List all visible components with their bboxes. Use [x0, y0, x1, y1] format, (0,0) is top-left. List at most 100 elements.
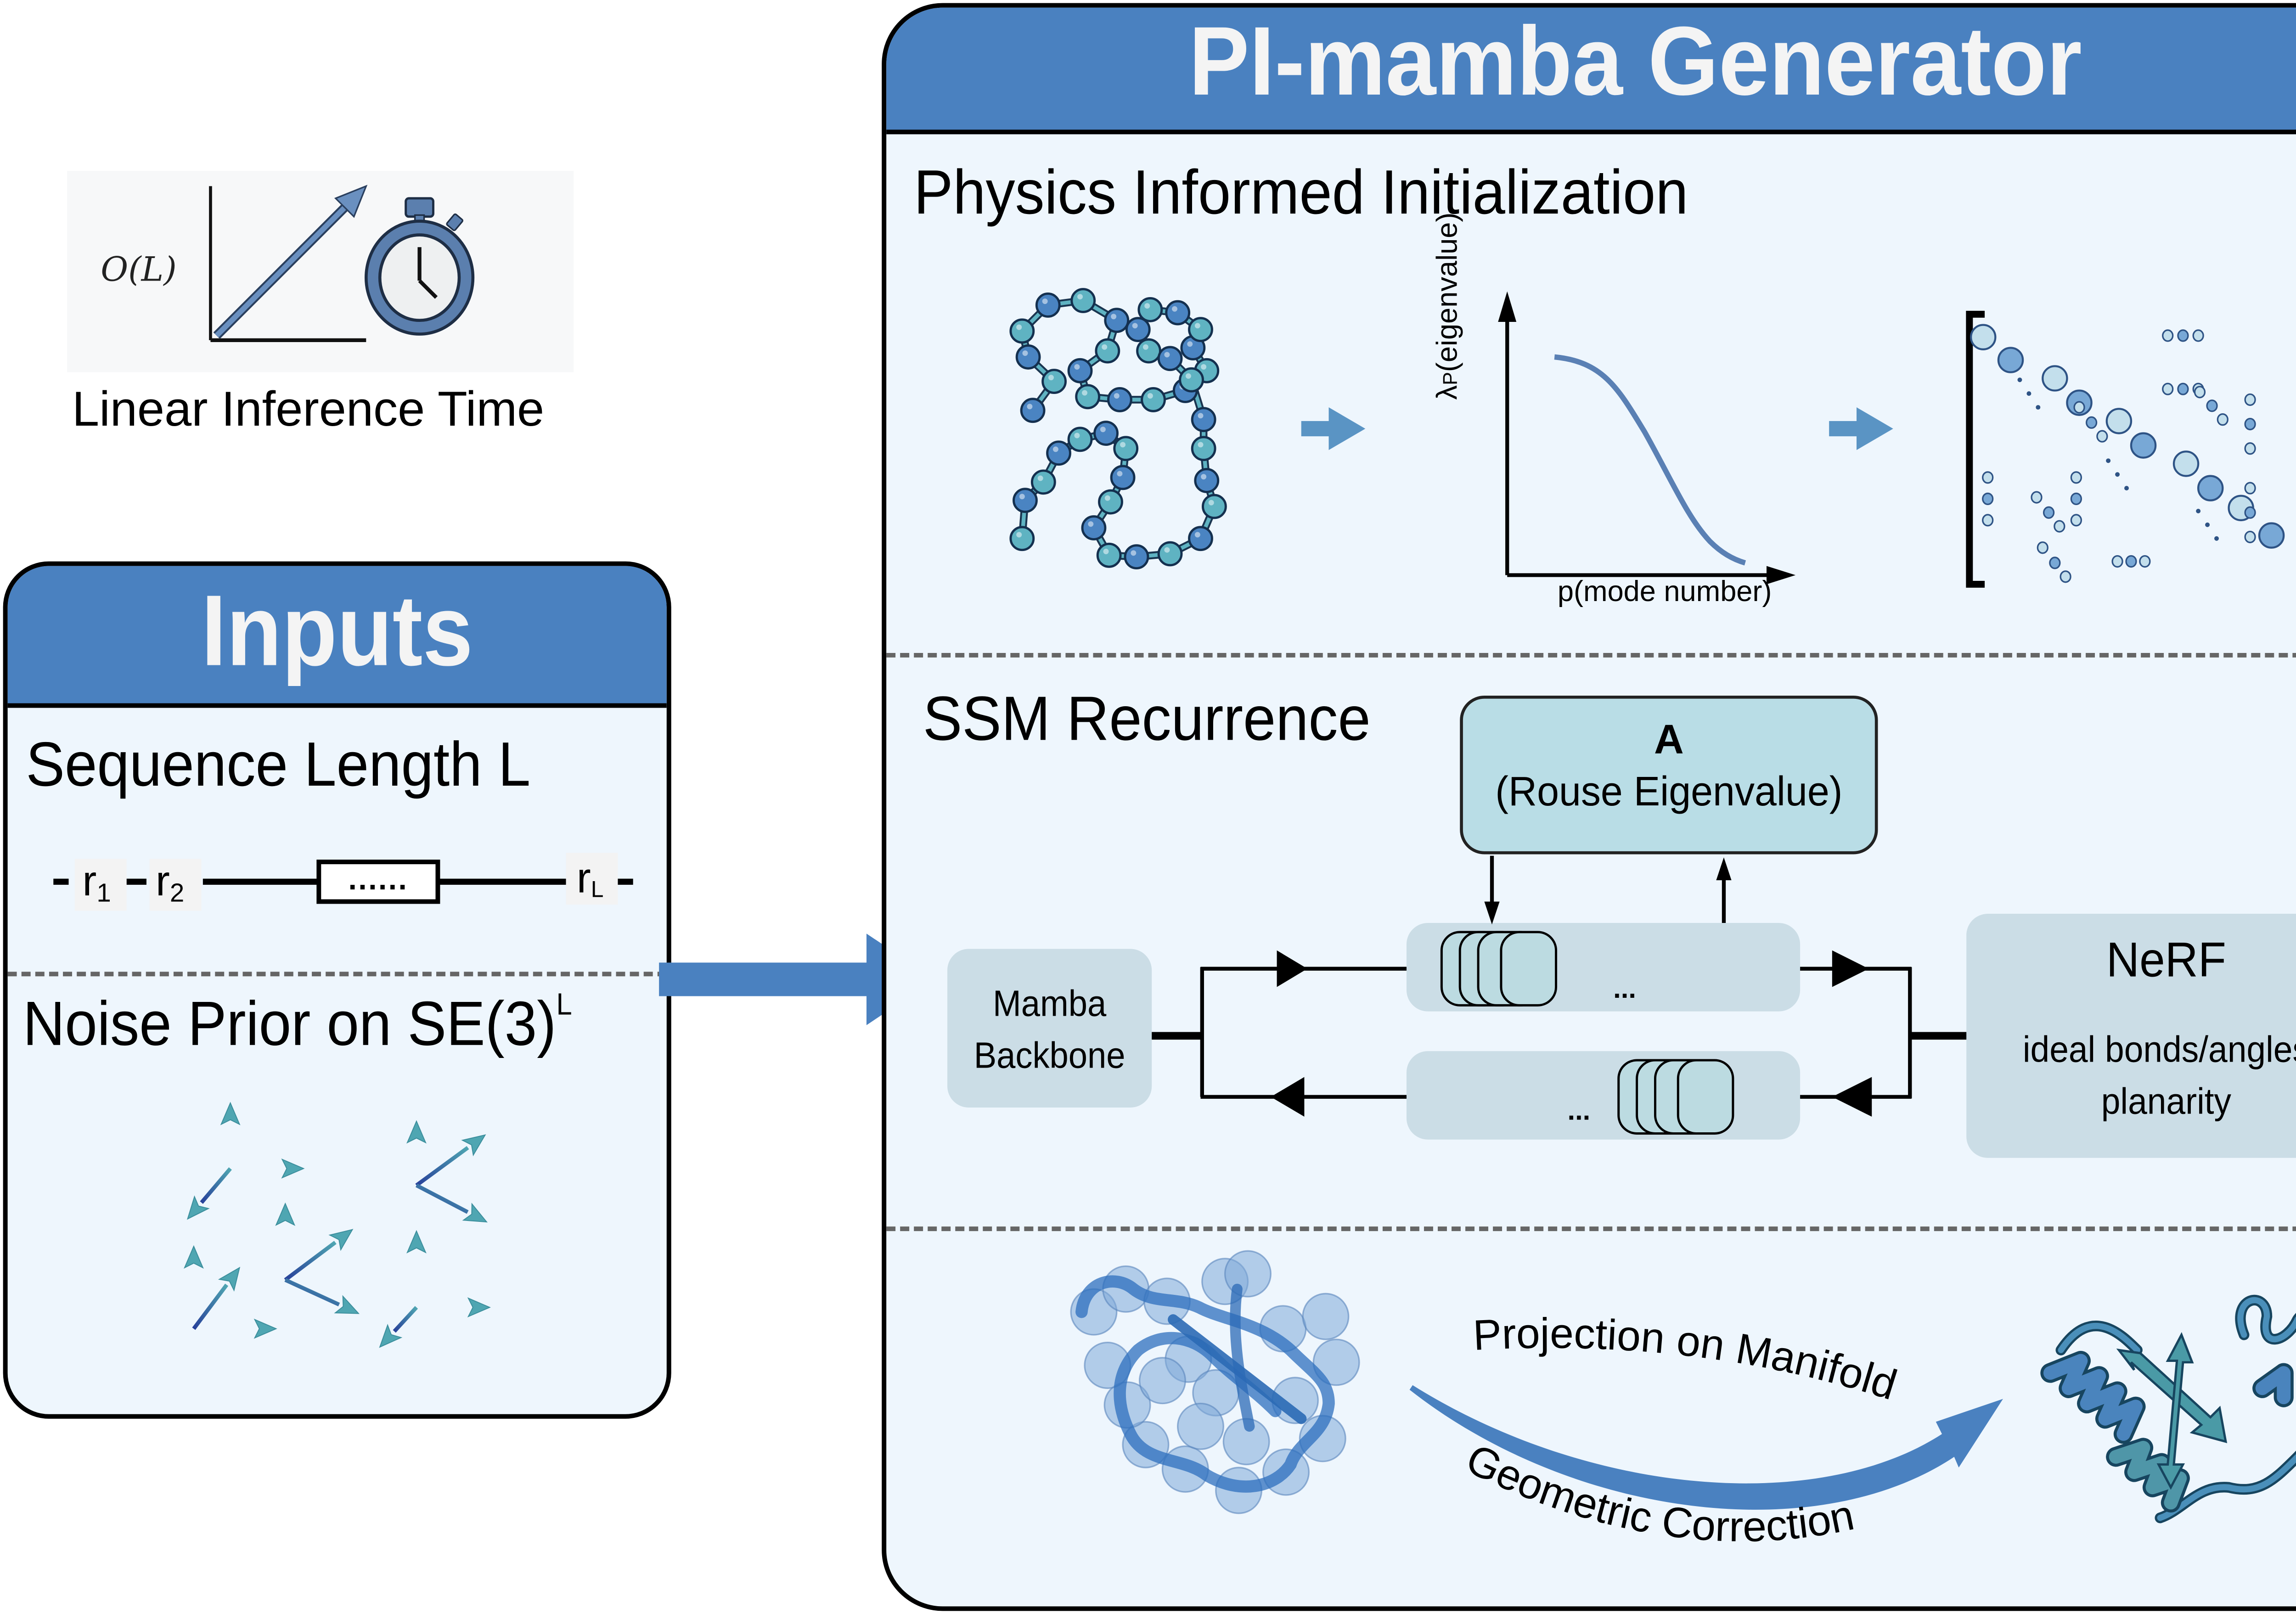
polymer-bead: [1035, 292, 1061, 318]
backward-arrowhead: [1271, 1077, 1305, 1117]
stage-arrows: [1301, 407, 1893, 450]
matrix-diagonal-element: [2197, 475, 2224, 501]
polymer-bead: [1194, 468, 1220, 493]
matrix-off-diagonal-element: [2162, 329, 2174, 342]
matrix-off-diagonal-element: [2070, 492, 2082, 506]
matrix-off-diagonal-element: [2162, 382, 2174, 395]
backward-ellipsis: ...: [1567, 1095, 1590, 1126]
matrix-off-diagonal-element: [2125, 555, 2137, 568]
polymer-bead: [1165, 300, 1191, 326]
polymer-bead: [1107, 387, 1132, 412]
matrix-diagonal-element: [2258, 522, 2285, 549]
coordinate-frame-icon: [186, 1102, 305, 1220]
polymer-bead: [1179, 367, 1204, 393]
backward-state-stack: [1617, 1059, 1734, 1135]
matrix-off-diagonal-element: [2060, 570, 2071, 583]
coordinate-frame-icon: [406, 1120, 488, 1223]
polymer-bead: [1093, 421, 1119, 446]
sequence-middle-placeholder: [316, 860, 440, 904]
matrix-off-diagonal-element: [2244, 530, 2256, 544]
matrix-diagonal-element: [2130, 432, 2157, 459]
matrix-off-diagonal-element: [2244, 417, 2256, 431]
sequence-length-title: Sequence Length L: [26, 729, 531, 799]
se3-frames: [183, 1102, 491, 1348]
polymer-bead: [1110, 465, 1136, 490]
matrix-off-diagonal-element: [2244, 393, 2256, 406]
polymer-bead: [1201, 494, 1227, 519]
residue-r1: r1: [82, 857, 111, 907]
polymer-bead: [1157, 541, 1183, 567]
matrix-off-diagonal-element: [2192, 329, 2204, 342]
matrix-off-diagonal-element: [2217, 413, 2228, 426]
complexity-label: O(L): [101, 250, 176, 289]
matrix-off-diagonal-element: [1982, 471, 1994, 484]
refinement-arrow: [1409, 1385, 2003, 1510]
residue-rL: rL: [577, 854, 604, 902]
inputs-panel: Inputs Sequence Length L ...... r1 r2 rL…: [3, 561, 671, 1419]
matrix-off-diagonal-element: [2244, 442, 2256, 455]
matrix-diagonal-element: [1970, 324, 1997, 350]
polymer-bead: [1067, 358, 1093, 383]
polymer-bead: [1113, 436, 1139, 461]
polymer-bead: [1009, 318, 1035, 344]
placeholder-dots: ......: [349, 862, 409, 896]
matrix-diagonal-element: [1997, 347, 2024, 373]
matrix-off-diagonal-element: [1982, 492, 1994, 506]
matrix-off-diagonal-element: [2037, 541, 2048, 554]
polymer-bead: [1067, 427, 1093, 452]
beta-strands: [2116, 1332, 2228, 1490]
residue-chain-diagram: ...... r1 r2 rL: [53, 853, 633, 911]
matrix-off-diagonal-element: [2194, 386, 2206, 399]
polymer-bead: [1020, 398, 1046, 423]
polymer-bead: [1191, 407, 1216, 433]
refinement-section: Projection on Manifold Geometric Correct…: [1070, 1250, 2296, 1551]
forward-state-stack: [1440, 931, 1558, 1007]
ssm-recurrence-title: SSM Recurrence: [923, 683, 1371, 754]
matrix-diagonal-element: [2105, 408, 2133, 434]
forward-arrowhead: [1277, 950, 1308, 987]
matrix-off-diagonal-element: [2139, 555, 2151, 568]
polymer-bead: [1070, 288, 1096, 313]
generator-divider-2: [886, 1226, 2296, 1232]
coordinate-frame-icon: [379, 1230, 491, 1348]
matrix-off-diagonal-element: [2111, 555, 2123, 568]
mamba-backbone-box: Mamba Backbone: [947, 949, 1152, 1108]
stage-arrow-1: [1301, 407, 1366, 450]
matrix-off-diagonal-element: [2177, 329, 2189, 342]
matrix-off-diagonal-element: [2085, 416, 2098, 429]
stopwatch-icon: [364, 197, 475, 336]
linear-inference-caption: Linear Inference Time: [72, 381, 545, 437]
linear-growth-chart-icon: O(L): [101, 185, 475, 343]
polymer-bead: [1157, 346, 1183, 371]
inputs-title: Inputs: [201, 574, 473, 687]
linear-inference-illustration: O(L): [67, 171, 574, 372]
nerf-title: NeRF: [2106, 932, 2226, 987]
a-matrix-box: A (Rouse Eigenvalue): [1460, 695, 1878, 855]
polymer-bead: [1188, 317, 1213, 343]
a-up-arrowhead: [1716, 857, 1732, 880]
matrix-off-diagonal-element: [2043, 506, 2055, 519]
matrix-diagonal-element: [2042, 365, 2068, 392]
polymer-bead: [1009, 526, 1035, 551]
polymer-bead: [1013, 488, 1038, 513]
rouse-eigenvalue-plot: [1498, 291, 1796, 585]
polymer-bead: [1191, 436, 1216, 461]
mamba-label-line1: Mamba: [992, 984, 1107, 1025]
generator-divider-1: [886, 652, 2296, 658]
generator-title: PI-mamba Generator: [1188, 6, 2082, 116]
polymer-bead: [1075, 384, 1101, 410]
residue-r2: r2: [156, 857, 184, 907]
noise-prior-title: Noise Prior on SE(3)L: [23, 989, 572, 1060]
physics-init-title: Physics Informed Initialization: [913, 157, 1688, 228]
matrix-off-diagonal-element: [2070, 471, 2082, 484]
projection-label: Projection on Manifold: [1472, 1309, 1903, 1409]
ssm-connectors: ... ...: [1152, 855, 1967, 1135]
matrix-off-diagonal-element: [2096, 430, 2108, 443]
mamba-label-line2: Backbone: [974, 1035, 1125, 1077]
matrix-off-diagonal-element: [2070, 514, 2082, 527]
folded-protein-ribbon-icon: [2040, 1294, 2296, 1524]
matrix-off-diagonal-element: [1982, 514, 1994, 527]
a-down-arrowhead: [1484, 901, 1500, 925]
matrix-diagonal-element: [2172, 450, 2200, 477]
polymer-bead: [1137, 297, 1163, 322]
